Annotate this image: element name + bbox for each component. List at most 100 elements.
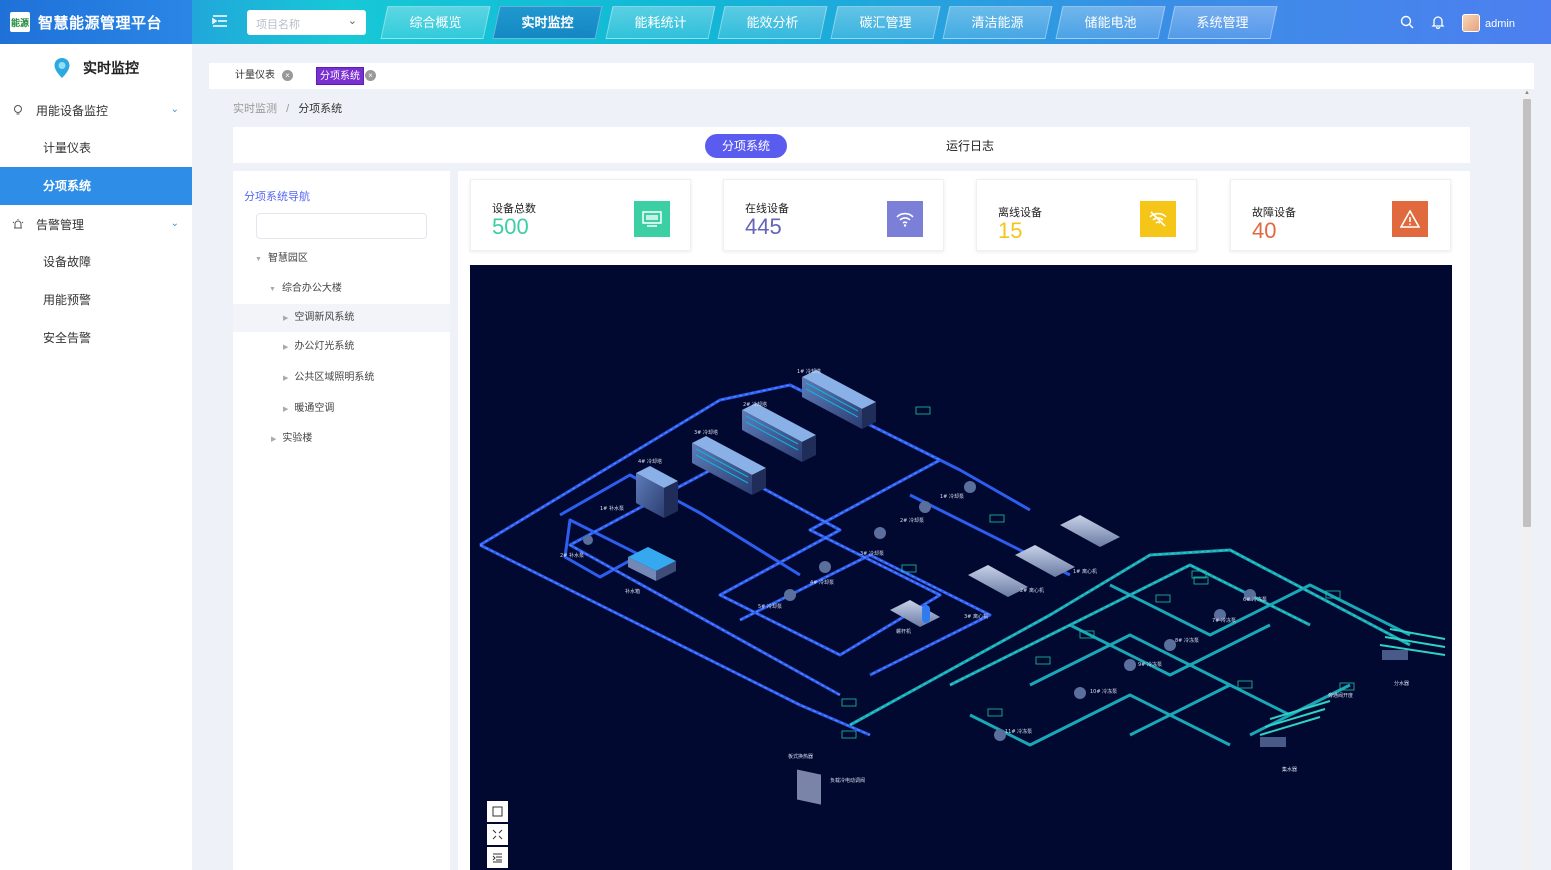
nav-tab-consumption[interactable]: 能耗统计 (605, 6, 716, 39)
tab-subsystems[interactable]: 分项系统 (705, 134, 787, 158)
tree-node[interactable]: ▶实验楼 (271, 425, 312, 453)
expansion-vessel (922, 605, 930, 623)
sidebar-group-device-monitoring[interactable]: 用能设备监控 ⌄ (0, 91, 192, 129)
page-tab-subsystems[interactable]: 分项系统 (316, 67, 364, 85)
project-select-placeholder: 项目名称 (256, 19, 300, 31)
tree-search-input[interactable] (256, 213, 427, 239)
collector (1260, 737, 1286, 747)
page-tabs-bar: 计量仪表 × 分项系统 × (209, 63, 1534, 89)
sidebar-group-label: 告警管理 (36, 217, 85, 232)
tree-node-label: 办公灯光系统 (294, 341, 355, 352)
square-icon[interactable] (487, 801, 508, 822)
svg-text:板式换热器: 板式换热器 (788, 753, 813, 760)
close-icon[interactable]: × (365, 70, 376, 81)
alarm-icon (12, 219, 24, 229)
indent-icon[interactable] (487, 847, 508, 868)
stat-card-fault: 故障设备 40 (1230, 179, 1451, 251)
svg-text:2# 离心机: 2# 离心机 (1020, 587, 1044, 594)
page-tab-meters[interactable]: 计量仪表 (235, 70, 275, 81)
wifi-icon (887, 201, 923, 237)
hvac-system-diagram-svg: 1# 冷却塔 2# 冷却塔 3# 冷却塔 4# 冷却塔 1# 冷却泵 2# 冷却… (479, 368, 1446, 805)
stat-value-online: 445 (745, 214, 782, 239)
nav-tab-label: 储能电池 (1084, 15, 1137, 30)
svg-text:1# 补水泵: 1# 补水泵 (600, 505, 624, 512)
hvac-system-diagram[interactable]: 1# 冷却塔 2# 冷却塔 3# 冷却塔 4# 冷却塔 1# 冷却泵 2# 冷却… (470, 265, 1452, 870)
sidebar-item-meters[interactable]: 计量仪表 (43, 141, 92, 155)
tree-node[interactable]: ▼智慧园区 (255, 245, 308, 273)
svg-text:9# 冷冻泵: 9# 冷冻泵 (1138, 661, 1162, 668)
tree-node[interactable]: ▼ 综合办公大楼 (269, 275, 342, 303)
nav-tab-label: 能耗统计 (634, 15, 687, 30)
search-icon[interactable] (1400, 15, 1414, 29)
sidebar-item-safety-alarm[interactable]: 安全告警 (43, 331, 92, 345)
sidebar-header: 实时监控 (0, 44, 192, 91)
svg-text:3# 冷却塔: 3# 冷却塔 (694, 429, 718, 436)
caret-down-icon: ▼ (269, 286, 276, 293)
sidebar-group-label: 用能设备监控 (36, 103, 109, 118)
stat-card-online: 在线设备 445 (723, 179, 944, 251)
location-pin-icon (54, 57, 70, 78)
nav-tab-efficiency[interactable]: 能效分析 (717, 6, 828, 39)
cooling-towers (636, 370, 876, 518)
nav-tab-label: 碳汇管理 (859, 15, 912, 30)
tree-node-label: 暖通空调 (294, 403, 335, 414)
nav-tab-label: 综合概览 (409, 15, 462, 30)
caret-right-icon: ▶ (283, 344, 289, 351)
svg-text:4# 冷却塔: 4# 冷却塔 (638, 458, 662, 465)
nav-tab-label: 清洁能源 (971, 15, 1024, 30)
scroll-up-icon[interactable]: ▲ (1524, 90, 1530, 96)
caret-right-icon: ▶ (283, 406, 289, 413)
user-name[interactable]: admin (1485, 18, 1515, 30)
svg-text:11# 冷冻泵: 11# 冷冻泵 (1005, 728, 1032, 735)
brand-title: 智慧能源管理平台 (38, 14, 163, 32)
tree-node-label: 空调新风系统 (294, 312, 355, 323)
svg-text:1# 冷却泵: 1# 冷却泵 (940, 493, 964, 500)
sidebar-item-energy-warning[interactable]: 用能预警 (43, 293, 92, 307)
nav-tab-system[interactable]: 系统管理 (1167, 6, 1278, 39)
sidebar-item-subsystems[interactable]: 分项系统 (0, 167, 192, 205)
tree-node[interactable]: ▶ 暖通空调 (283, 395, 334, 423)
tree-title: 分项系统导航 (244, 191, 310, 203)
nav-tab-label: 系统管理 (1196, 15, 1249, 30)
nav-tab-carbon[interactable]: 碳汇管理 (830, 6, 941, 39)
top-navigation-bar: 能源 智慧能源管理平台 项目名称 ⌄ 综合概览 实时监控 能耗统计 能效分析 碳… (0, 0, 1551, 44)
sidebar-group-alarms[interactable]: 告警管理 ⌄ (0, 205, 192, 243)
brand[interactable]: 能源 智慧能源管理平台 (0, 0, 192, 44)
wifi-off-icon (1140, 201, 1176, 237)
menu-toggle-icon[interactable] (212, 14, 228, 32)
brand-logo-icon: 能源 (10, 12, 30, 32)
close-icon[interactable]: × (282, 70, 293, 81)
bell-icon[interactable] (1431, 15, 1445, 30)
manifolds (1259, 628, 1446, 736)
avatar[interactable] (1462, 14, 1480, 32)
subsystem-tree-panel: 分项系统导航 ▼智慧园区 ▼综合办公大楼 ▶空调新风系统 ▶办公灯光系统 ▶公共… (233, 171, 450, 870)
svg-text:补水箱: 补水箱 (625, 588, 640, 595)
svg-text:4# 冷却泵: 4# 冷却泵 (810, 579, 834, 586)
nav-tab-label: 能效分析 (746, 15, 799, 30)
tree-node-label: 综合办公大楼 (281, 283, 342, 294)
tree-node[interactable]: ▶ 办公灯光系统 (283, 333, 354, 361)
sidebar-item-device-fault[interactable]: 设备故障 (43, 255, 92, 269)
page-scrollbar-thumb[interactable] (1523, 99, 1531, 527)
tree-node[interactable]: ▶公共区域照明系统 (283, 364, 374, 392)
project-select[interactable]: 项目名称 ⌄ (247, 10, 366, 35)
chevron-down-icon: ⌄ (170, 218, 179, 229)
tab-operation-log[interactable]: 运行日志 (945, 139, 994, 153)
svg-text:集水器: 集水器 (1282, 766, 1297, 773)
nav-tab-clean-energy[interactable]: 清洁能源 (942, 6, 1053, 39)
nav-tab-storage[interactable]: 储能电池 (1055, 6, 1166, 39)
nav-tab-realtime[interactable]: 实时监控 (492, 6, 603, 39)
sidebar: 实时监控 用能设备监控 ⌄ 计量仪表 分项系统 告警管理 ⌄ 设备故障 用能预警… (0, 44, 192, 870)
tree-node-selected[interactable]: ▶空调新风系统 (233, 304, 450, 332)
content-tabs: 分项系统 运行日志 (233, 127, 1470, 163)
collapse-icon[interactable] (487, 824, 508, 845)
svg-text:1# 冷却塔: 1# 冷却塔 (797, 368, 821, 375)
tree-node-label: 公共区域照明系统 (294, 372, 375, 383)
monitor-icon (634, 201, 670, 237)
nav-tab-overview[interactable]: 综合概览 (380, 6, 491, 39)
svg-text:负载冷电动调阀: 负载冷电动调阀 (830, 777, 865, 784)
tree-node-label: 智慧园区 (267, 253, 308, 264)
breadcrumb-parent[interactable]: 实时监测 (233, 103, 277, 115)
chilled-water-pipes-dash (849, 549, 1411, 726)
chevron-down-icon: ⌄ (347, 15, 357, 27)
